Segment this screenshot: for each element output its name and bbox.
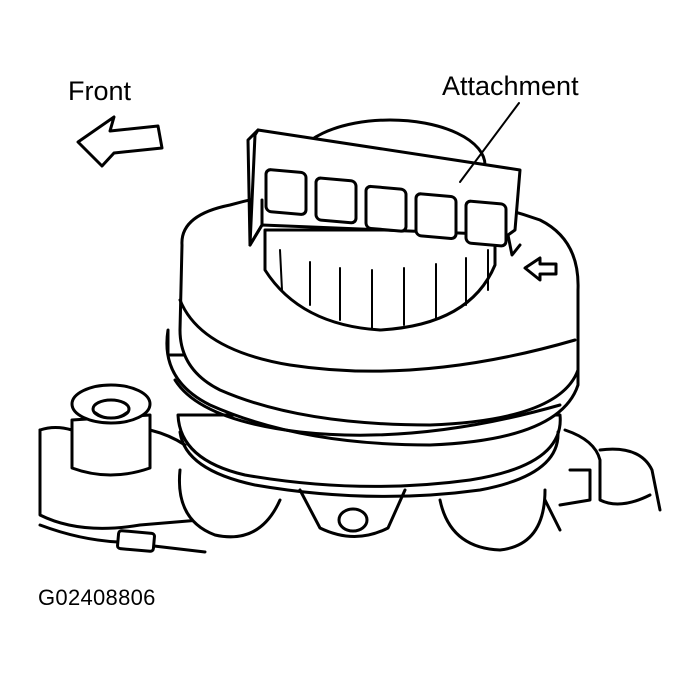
figure-id: G02408806 <box>38 585 156 610</box>
front-label: Front <box>68 76 132 106</box>
master-cylinder-body <box>38 383 662 552</box>
attachment-leader-line <box>459 102 520 183</box>
sensor-wire <box>38 523 207 554</box>
indicator-arrow-mark <box>523 256 558 282</box>
front-arrow <box>76 115 164 168</box>
attachment-tool <box>246 128 522 257</box>
attachment-label: Attachment <box>442 71 579 101</box>
